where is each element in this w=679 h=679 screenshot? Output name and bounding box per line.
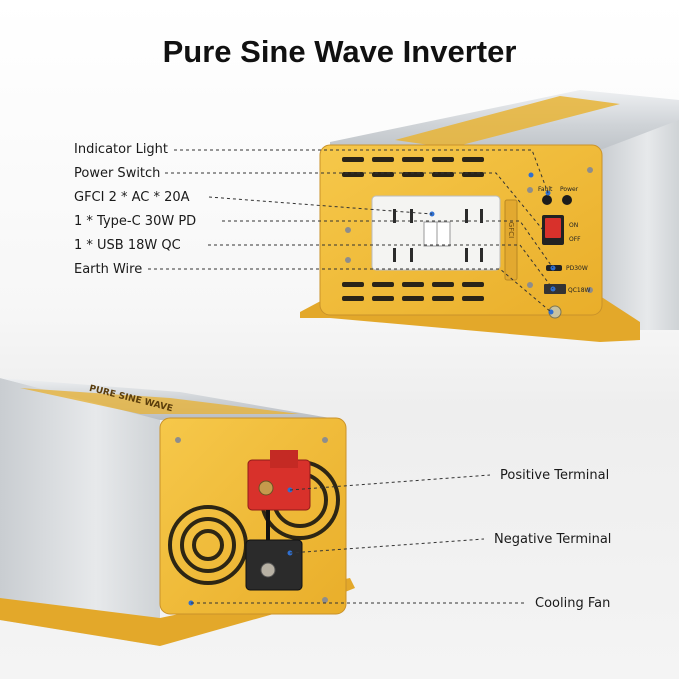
front-inverter [300, 90, 679, 342]
leader-lines [148, 149, 554, 604]
pd-port-text: PD30W [566, 265, 588, 272]
fault-led-text: Fault [538, 186, 553, 193]
cooling-fan-label: Cooling Fan [535, 596, 611, 611]
power-led-text: Power [560, 186, 579, 193]
switch-off-text: OFF [569, 236, 581, 243]
rear-inverter [0, 378, 355, 646]
positive-terminal-label: Positive Terminal [500, 468, 610, 483]
page-title: Pure Sine Wave Inverter [162, 34, 517, 69]
power-switch-label: Power Switch [74, 166, 161, 181]
qc-port-text: QC18W [568, 287, 591, 294]
usb-label: 1 * USB 18W QC [74, 238, 181, 253]
type-c-label: 1 * Type-C 30W PD [74, 214, 197, 229]
indicator-light-label: Indicator Light [74, 142, 169, 157]
gfci-panel-text: GFCI [507, 221, 516, 239]
earth-wire-label: Earth Wire [74, 262, 143, 277]
gfci-label: GFCI 2 * AC * 20A [74, 190, 190, 205]
switch-on-text: ON [569, 222, 579, 229]
negative-terminal-label: Negative Terminal [494, 532, 612, 547]
